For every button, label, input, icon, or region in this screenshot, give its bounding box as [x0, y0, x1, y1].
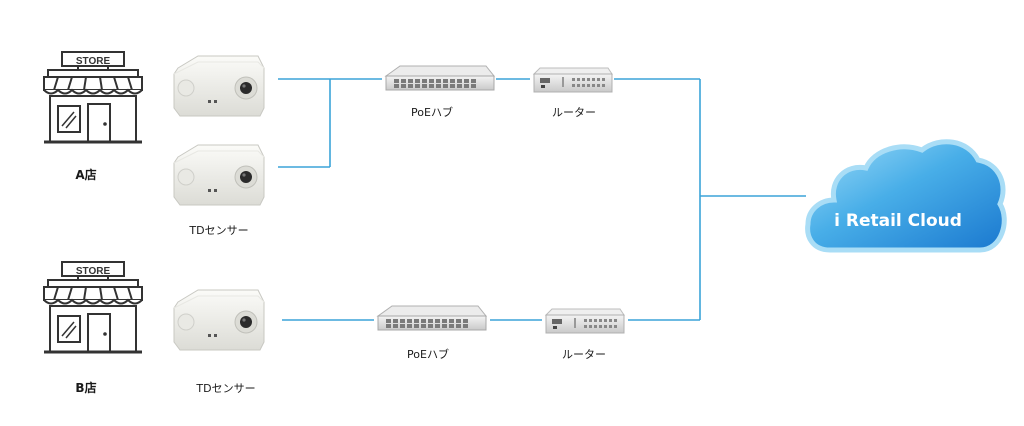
store-a-sign: STORE [76, 56, 111, 67]
connection-lines [278, 78, 806, 321]
td-sensor-a-label: TDセンサー [189, 224, 249, 237]
store-b-sign: STORE [76, 266, 111, 277]
store-b-label: B店 [75, 381, 97, 395]
cloud-icon [805, 139, 1007, 253]
poe-hub-a-label: PoEハブ [411, 106, 453, 119]
poe-hub-b-icon [377, 305, 487, 331]
router-b-label: ルーター [562, 348, 606, 361]
td-sensor-b-label: TDセンサー [196, 382, 256, 395]
router-a-label: ルーター [552, 106, 596, 119]
router-a-icon [533, 67, 613, 93]
poe-hub-a-icon [385, 65, 495, 91]
router-b-icon [545, 308, 625, 334]
td-sensor-b-icon [173, 289, 265, 351]
store-a-label: A店 [75, 168, 97, 182]
cloud-label: i Retail Cloud [834, 211, 962, 231]
poe-hub-b-label: PoEハブ [407, 348, 449, 361]
td-sensor-a2-icon [173, 144, 265, 206]
td-sensor-a1-icon [173, 55, 265, 117]
